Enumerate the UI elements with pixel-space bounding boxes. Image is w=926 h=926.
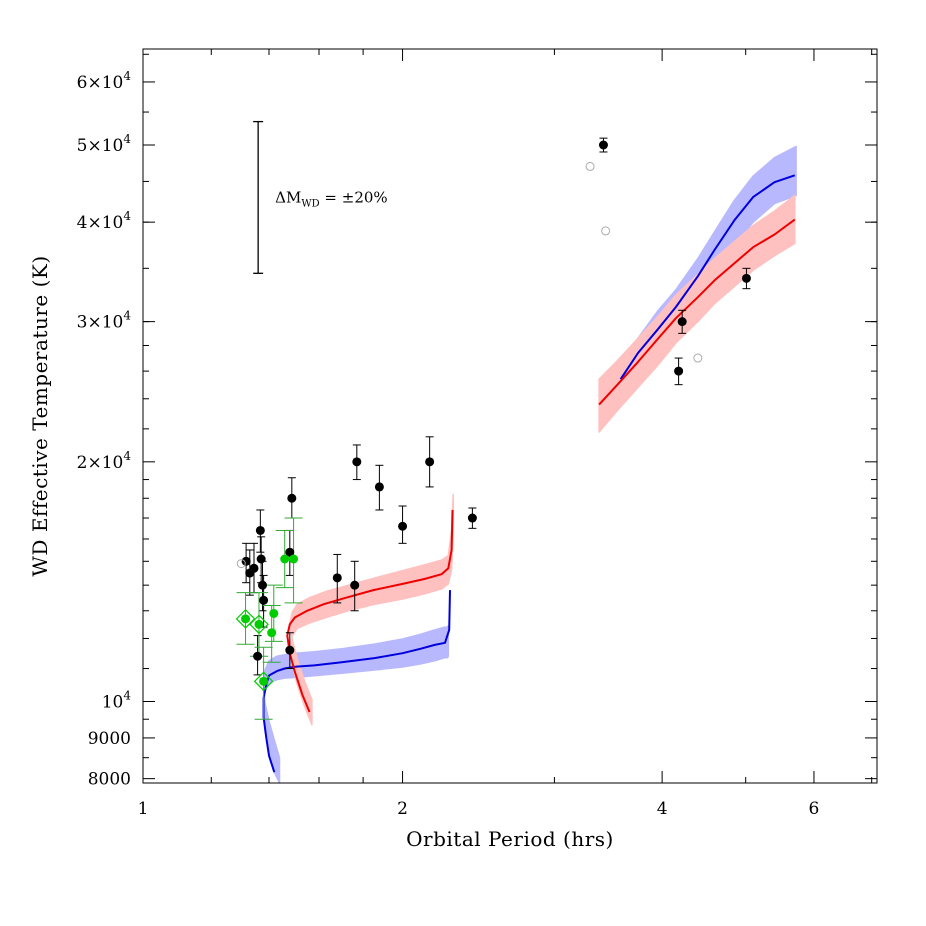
- green-data-point: [254, 619, 264, 629]
- mass-uncertainty-annotation: ΔMWD = ±20%: [253, 120, 388, 274]
- black-data-point: [677, 317, 687, 327]
- y-tick-label: 5×104: [77, 132, 132, 156]
- y-tick-label: 3×104: [77, 309, 132, 333]
- red-band-3: [598, 194, 796, 433]
- y-tick-labels: 8000 9000 104 2×104 3×104 4×104 5×104 6×104: [77, 69, 132, 790]
- black-data-point: [598, 140, 608, 150]
- black-data-point: [425, 457, 435, 467]
- green-data-point: [267, 628, 277, 638]
- black-data-point: [258, 580, 268, 590]
- green-diamond-marker: [249, 614, 269, 635]
- y-tick-label: 6×104: [77, 69, 132, 93]
- green-diamond-marker: [235, 609, 256, 629]
- x-tick-label: 4: [657, 799, 668, 819]
- black-data-point: [674, 366, 684, 376]
- black-data-point: [249, 563, 259, 573]
- green-data-point: [241, 614, 251, 624]
- green-data-point: [280, 554, 290, 564]
- black-data-point: [398, 521, 408, 531]
- uncertainty-bands: [262, 145, 797, 784]
- black-data-point: [256, 554, 266, 564]
- blue-model-curve-2: [619, 174, 796, 380]
- y-tick-label: 8000: [88, 770, 131, 790]
- black-data-point: [374, 482, 384, 492]
- y-tick-label: 4×104: [77, 209, 132, 233]
- y-tick-label: 9000: [88, 729, 131, 749]
- black-data-point: [287, 493, 297, 503]
- black-data-point: [741, 273, 751, 283]
- green-data-point: [259, 676, 269, 686]
- plot-frame: [142, 48, 878, 784]
- open-point: [236, 559, 246, 569]
- y-tick-label: 2×104: [77, 449, 132, 473]
- black-data-point: [285, 547, 295, 557]
- open-point: [585, 161, 595, 171]
- x-tick-label: 2: [397, 799, 408, 819]
- x-tick-labels: 1 2 4 6: [138, 799, 820, 819]
- black-data-point: [255, 525, 265, 535]
- x-tick-label: 6: [809, 799, 820, 819]
- x-axis-title: Orbital Period (hrs): [406, 827, 614, 851]
- black-data-point: [285, 645, 295, 655]
- red-model-curve-1: [286, 509, 454, 713]
- data-points: [235, 140, 751, 692]
- black-data-point: [241, 556, 251, 566]
- error-bars: [236, 137, 751, 720]
- green-diamond-marker: [253, 671, 274, 692]
- open-point: [601, 226, 611, 236]
- y-tick-label: 104: [102, 688, 132, 712]
- mass-uncertainty-label: ΔMWD = ±20%: [275, 188, 388, 209]
- black-data-point: [259, 595, 269, 605]
- axis-ticks: [142, 49, 877, 783]
- black-data-point: [332, 573, 342, 583]
- green-data-point: [289, 554, 299, 564]
- y-axis-title: WD Effective Temperature (K): [28, 255, 52, 576]
- green-data-point: [269, 608, 279, 618]
- black-data-point: [352, 457, 362, 467]
- black-data-point: [350, 580, 360, 590]
- open-point: [693, 353, 703, 363]
- red-model-curve-3: [598, 218, 796, 406]
- black-data-point: [467, 513, 477, 523]
- red-band-1: [289, 493, 455, 726]
- x-tick-label: 1: [138, 799, 149, 819]
- black-data-point: [253, 651, 263, 661]
